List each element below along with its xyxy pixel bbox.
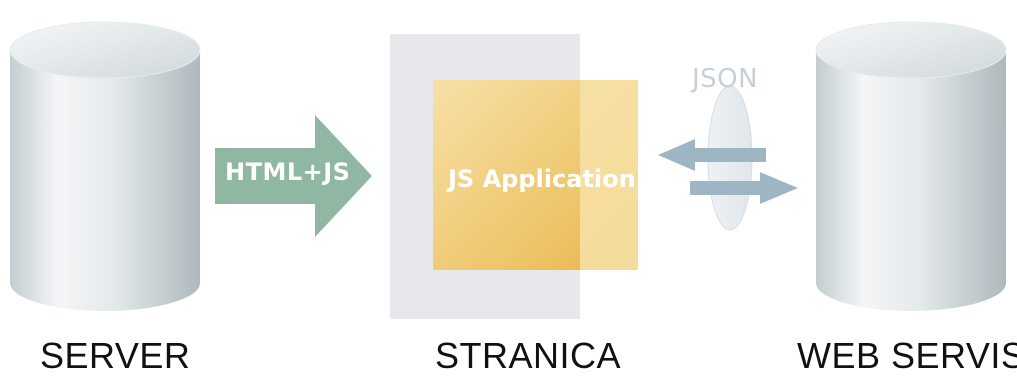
stranica-label: STRANICA <box>435 335 622 376</box>
server-cylinder <box>9 21 201 311</box>
js-application-box <box>433 80 638 270</box>
web-services-cylinder <box>815 21 1007 311</box>
js-application-label: JS Application <box>448 165 636 193</box>
web-servisi-label: WEB SERVISI <box>797 335 1017 376</box>
json-label: JSON <box>692 64 759 94</box>
html-js-label: HTML+JS <box>225 158 351 186</box>
json-exchange <box>658 85 798 231</box>
server-label: SERVER <box>40 335 191 376</box>
html-js-arrow <box>215 115 372 237</box>
